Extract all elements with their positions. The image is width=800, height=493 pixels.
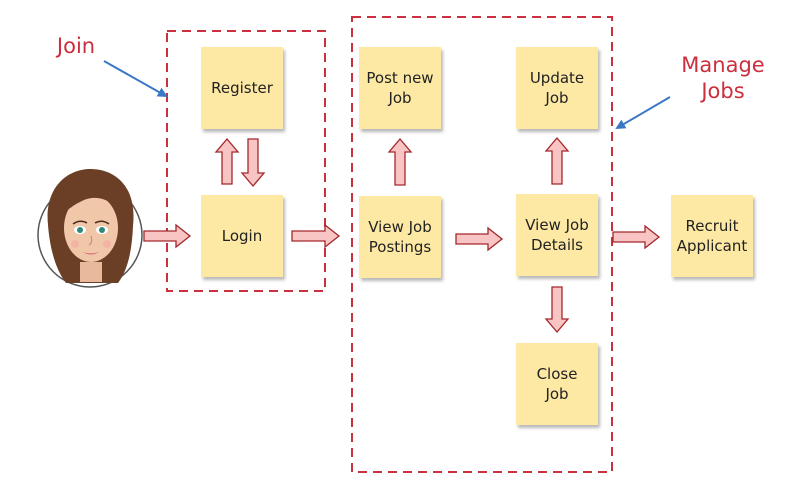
login-note: Login — [201, 195, 283, 277]
arrow-view-job-postings-to-post-new-job — [387, 137, 413, 186]
arrow-actor-to-login — [143, 223, 192, 249]
join-pointer-line — [103, 60, 168, 97]
manage-jobs-group-border — [351, 16, 613, 473]
join-group-border — [166, 30, 326, 292]
arrow-login-to-register — [214, 137, 240, 185]
manage-jobs-pointer-line — [615, 96, 671, 130]
view-job-postings-note: View Job Postings — [359, 196, 441, 278]
arrow-register-to-login — [240, 138, 266, 188]
close-job-note: Close Job — [516, 343, 598, 425]
post-new-job-note: Post new Job — [359, 47, 441, 129]
register-note: Register — [201, 47, 283, 129]
arrow-login-to-view-job-postings — [291, 223, 341, 249]
arrow-view-job-details-to-update-job — [544, 136, 570, 185]
recruit-applicant-note: Recruit Applicant — [671, 195, 753, 277]
arrow-view-job-details-to-recruit-applicant — [612, 224, 661, 250]
user-avatar-icon — [37, 168, 143, 288]
join-group-label: Join — [56, 34, 96, 58]
manage-jobs-group-label: Manage Jobs — [681, 53, 765, 103]
view-job-details-note: View Job Details — [516, 194, 598, 276]
arrow-view-job-postings-to-view-job-details — [455, 226, 504, 252]
arrow-view-job-details-to-close-job — [544, 286, 570, 334]
update-job-note: Update Job — [516, 47, 598, 129]
